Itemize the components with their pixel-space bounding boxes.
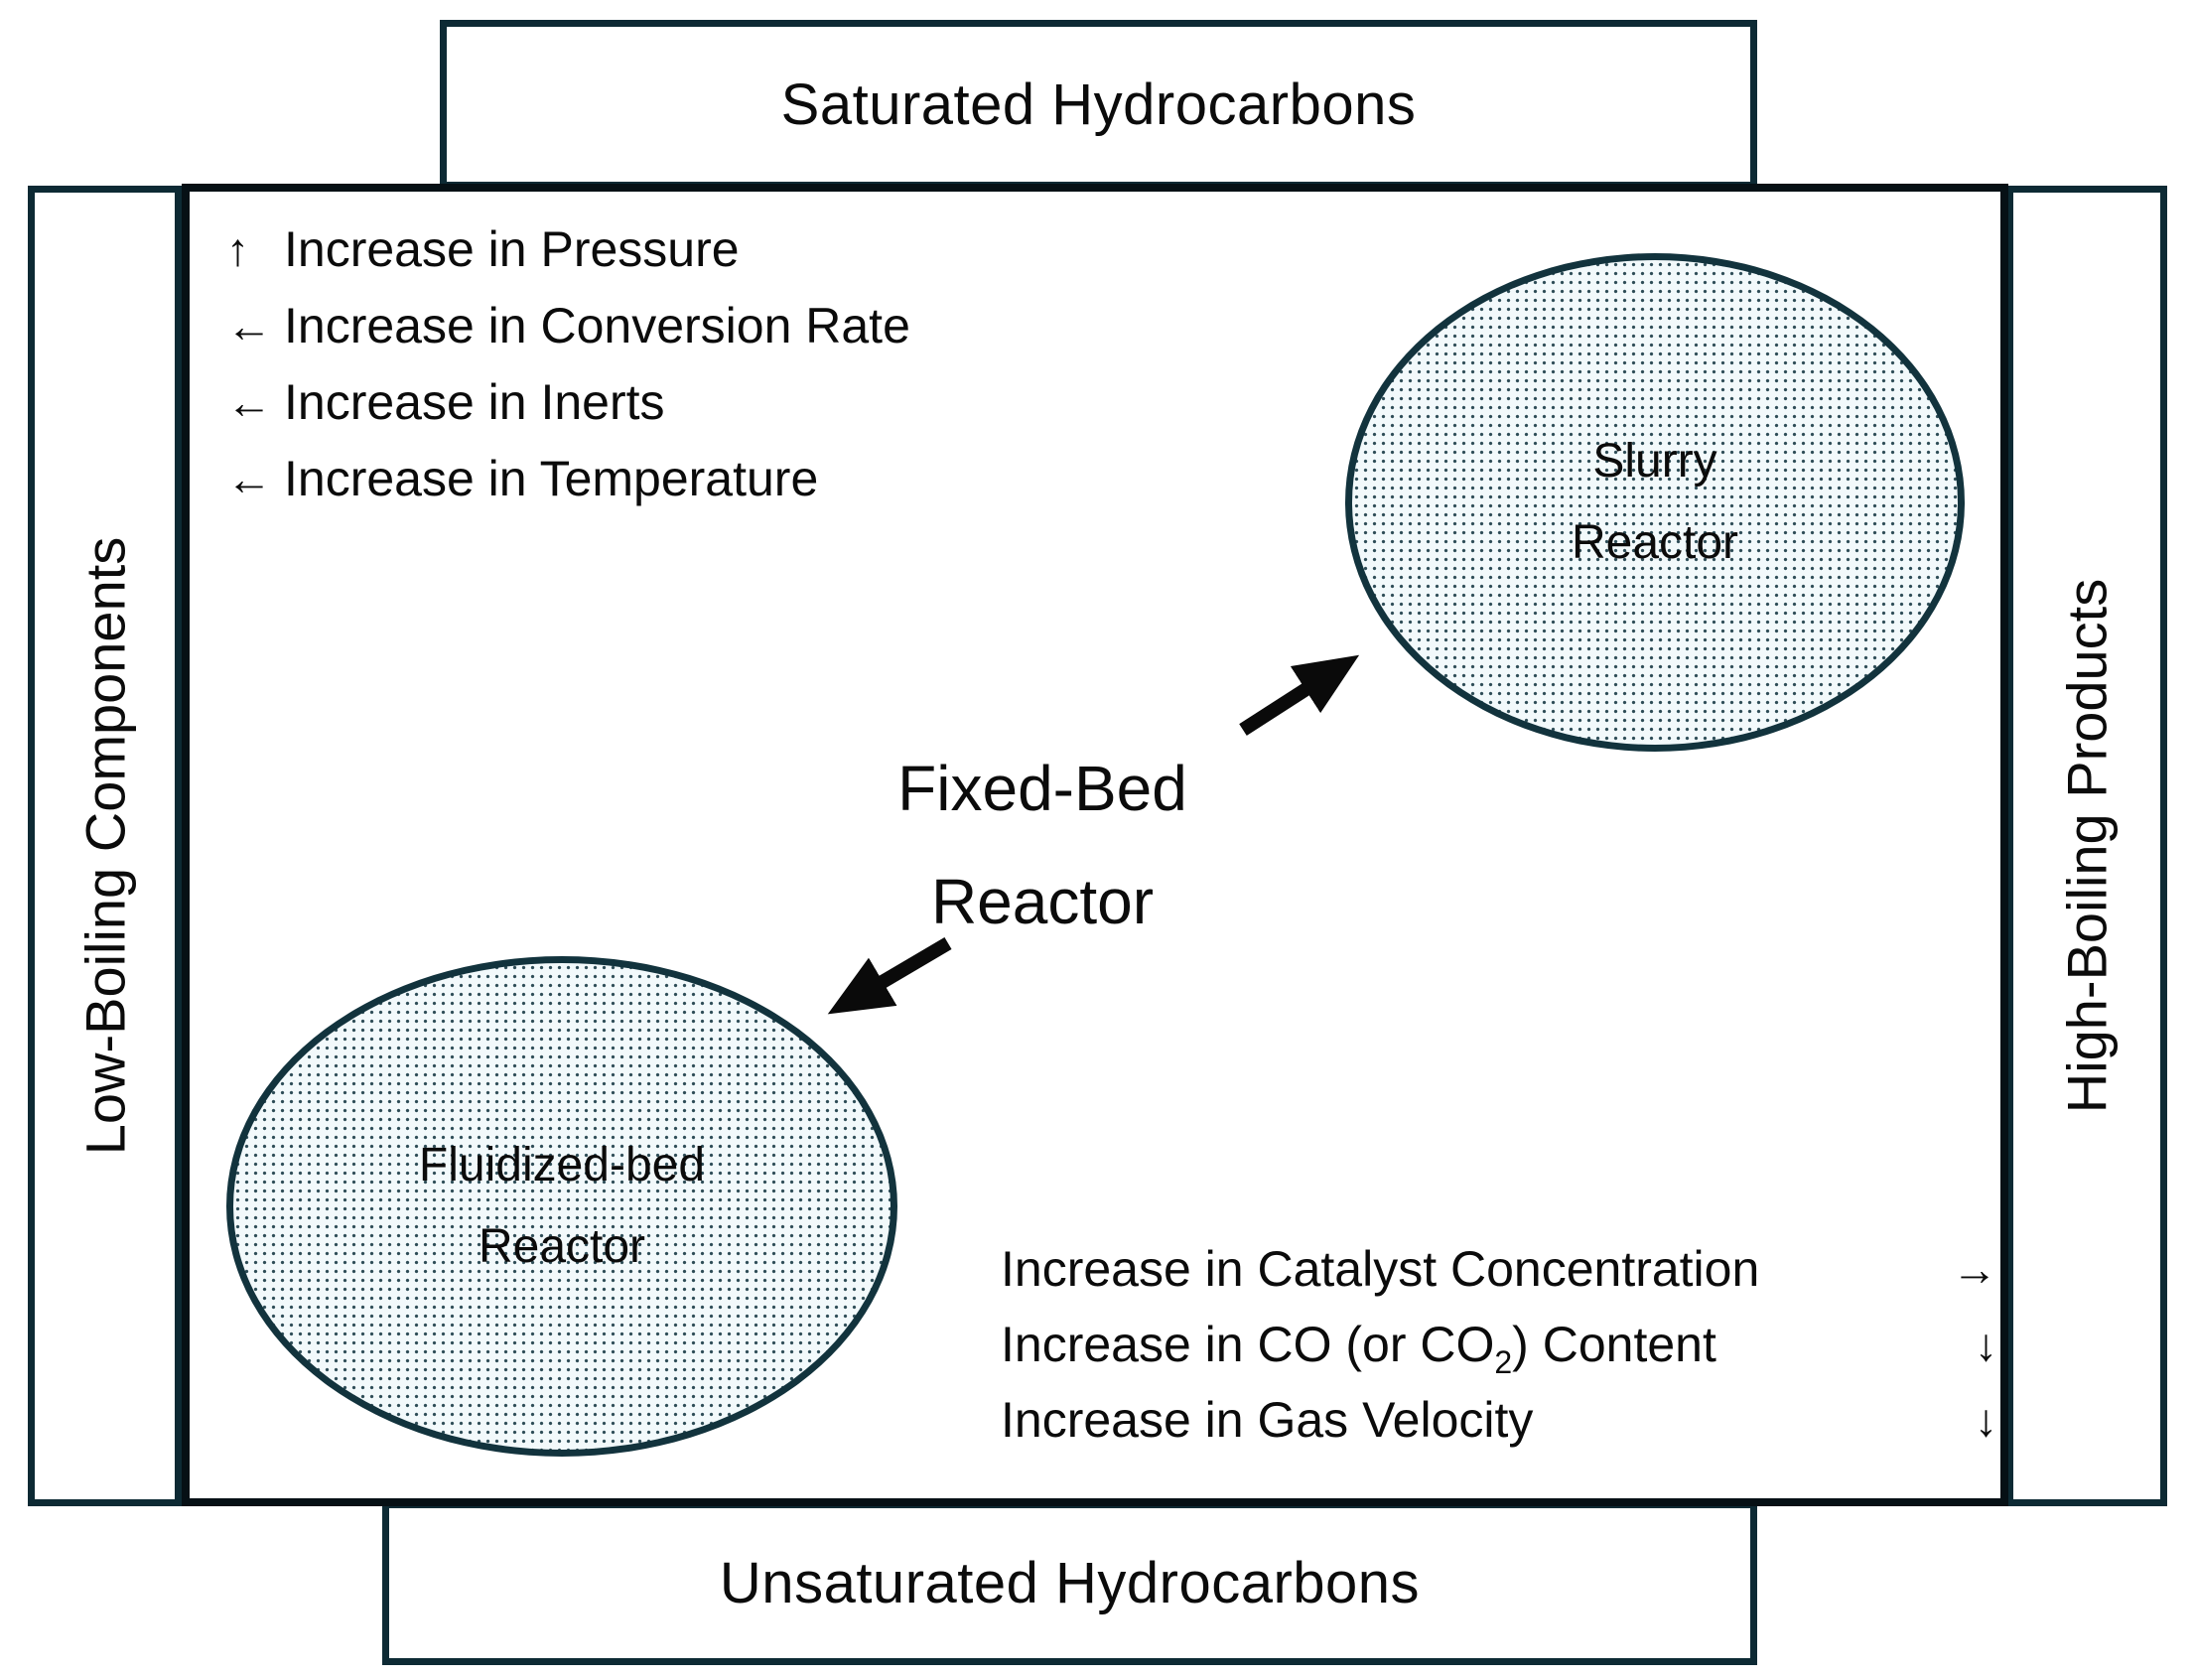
note-text: Increase in Inerts <box>284 373 665 430</box>
note-text: Increase in Conversion Rate <box>284 297 910 353</box>
slurry-reactor-label-line1: Slurry <box>1592 435 1717 488</box>
bottom-axis-box: Unsaturated Hydrocarbons <box>382 1501 1757 1665</box>
bottom-axis-label: Unsaturated Hydrocarbons <box>719 1551 1421 1615</box>
note-text-post: ) Content <box>1512 1317 1716 1372</box>
note-increase-gas-velocity: Increase in Gas Velocity ↓ <box>1001 1382 1997 1458</box>
fixed-bed-reactor-label-line2: Reactor <box>930 866 1155 937</box>
note-text: Increase in Gas Velocity <box>1001 1391 1533 1449</box>
fluidized-bed-reactor-label-line1: Fluidized-bed <box>418 1139 706 1191</box>
down-arrow-icon: ↓ <box>1975 1394 1997 1446</box>
left-arrow-icon: ← <box>226 452 272 504</box>
left-arrow-icon: ← <box>226 375 272 428</box>
left-arrow-icon: ← <box>226 299 272 351</box>
note-increase-catalyst-concentration: Increase in Catalyst Concentration → <box>1001 1231 1997 1307</box>
note-increase-co-content: Increase in CO (or CO2) Content ↓ <box>1001 1307 1997 1382</box>
fixed-bed-reactor-label-line1: Fixed-Bed <box>897 753 1187 824</box>
left-axis-label: Low-Boiling Components <box>73 536 136 1156</box>
down-arrow-icon: ↓ <box>1975 1319 1997 1370</box>
left-axis-box: Low-Boiling Components <box>28 186 182 1506</box>
fluidized-bed-reactor-label-line2: Reactor <box>478 1220 646 1273</box>
right-axis-box: High-Boiling Products <box>2006 186 2167 1506</box>
right-axis-label: High-Boiling Products <box>2055 578 2119 1114</box>
note-text-pre: Increase in CO (or CO <box>1001 1317 1495 1372</box>
bottom-right-notes: Increase in Catalyst Concentration → Inc… <box>1001 1231 1997 1458</box>
fixed-bed-reactor-label: Fixed-Bed Reactor <box>745 732 1340 958</box>
note-increase-temperature: ← Increase in Temperature <box>226 440 910 516</box>
top-left-notes: ↑ Increase in Pressure ← Increase in Con… <box>226 210 910 516</box>
note-increase-inerts: ← Increase in Inerts <box>226 363 910 440</box>
note-text-subscript: 2 <box>1494 1344 1513 1380</box>
note-text-pre: Increase in Catalyst Concentration <box>1001 1241 1760 1297</box>
note-increase-pressure: ↑ Increase in Pressure <box>226 210 910 287</box>
note-increase-conversion-rate: ← Increase in Conversion Rate <box>226 287 910 363</box>
note-text-pre: Increase in Gas Velocity <box>1001 1392 1534 1448</box>
fluidized-bed-reactor-ellipse: Fluidized-bed Reactor <box>226 956 897 1457</box>
up-arrow-icon: ↑ <box>226 222 249 275</box>
note-text: Increase in Catalyst Concentration <box>1001 1240 1759 1298</box>
note-text: Increase in Pressure <box>284 220 740 277</box>
top-axis-label: Saturated Hydrocarbons <box>780 71 1417 137</box>
note-text: Increase in CO (or CO2) Content <box>1001 1316 1716 1380</box>
right-arrow-icon: → <box>1952 1243 1997 1295</box>
slurry-reactor-label-line2: Reactor <box>1571 516 1739 569</box>
note-text: Increase in Temperature <box>284 450 819 506</box>
top-axis-box: Saturated Hydrocarbons <box>440 20 1757 189</box>
slurry-reactor-ellipse: Slurry Reactor <box>1345 253 1965 752</box>
